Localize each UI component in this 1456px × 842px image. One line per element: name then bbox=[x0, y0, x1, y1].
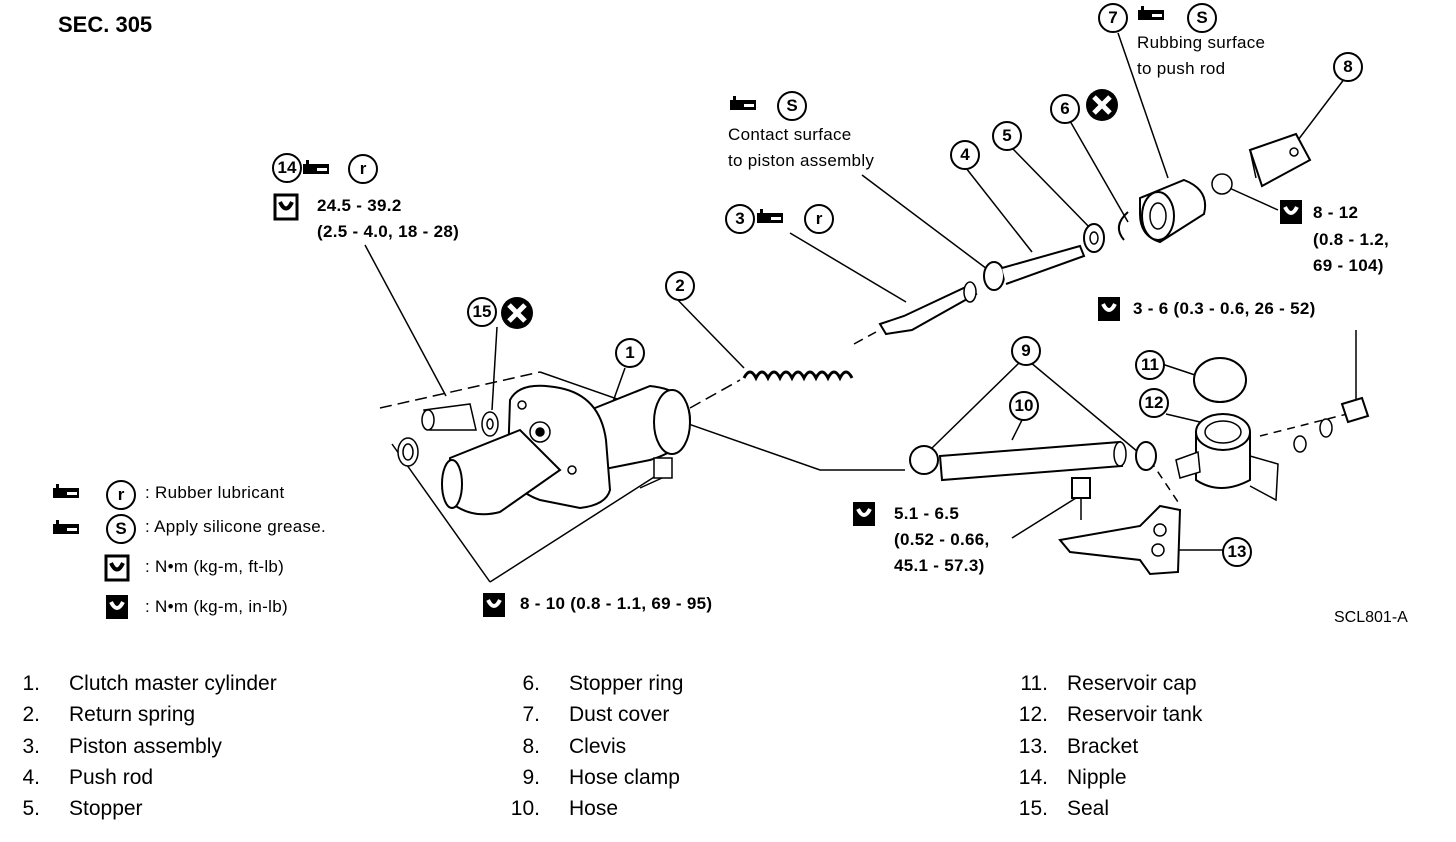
callout-1: 1 bbox=[615, 338, 645, 368]
part-number: 9. bbox=[522, 765, 540, 789]
callout-2: 2 bbox=[665, 271, 695, 301]
callout-15: 15 bbox=[467, 297, 497, 327]
part-number: 3. bbox=[22, 734, 40, 758]
torque-clevis-line2: (0.8 - 1.2, bbox=[1313, 230, 1390, 249]
torque-bracket-line1: 5.1 - 6.5 bbox=[894, 504, 960, 523]
part-number: 4. bbox=[22, 765, 40, 789]
part-number: 10. bbox=[510, 797, 540, 821]
callout-11: 11 bbox=[1135, 350, 1165, 380]
part-name: Reservoir tank bbox=[1067, 703, 1203, 727]
part-name: Bracket bbox=[1067, 734, 1139, 758]
callout-3: 3 bbox=[725, 204, 755, 234]
legend-inlb-text: : N•m (kg-m, in-lb) bbox=[145, 597, 288, 616]
legend-silicone-symbol: S bbox=[106, 514, 136, 544]
callout-9: 9 bbox=[1011, 336, 1041, 366]
silicone-symbol: S bbox=[777, 91, 807, 121]
torque-nipple-line1: 24.5 - 39.2 bbox=[317, 196, 402, 215]
torque-bracket-line2: (0.52 - 0.66, bbox=[894, 530, 990, 549]
torque-bracket-line3: 45.1 - 57.3) bbox=[894, 556, 985, 575]
part-number: 7. bbox=[522, 703, 540, 727]
part-number: 8. bbox=[522, 734, 540, 758]
part-name: Stopper bbox=[69, 797, 143, 821]
rubbing-note-line1: Rubbing surface bbox=[1137, 33, 1266, 52]
part-name: Hose clamp bbox=[569, 765, 680, 789]
torque-clevis-line3: 69 - 104) bbox=[1313, 256, 1384, 275]
legend-rubber-text: : Rubber lubricant bbox=[145, 483, 285, 502]
part-name: Dust cover bbox=[569, 703, 670, 727]
section-label: SEC. 305 bbox=[58, 12, 153, 37]
legend-rubber-symbol: r bbox=[106, 480, 136, 510]
callout-14: 14 bbox=[272, 153, 302, 183]
part-name: Reservoir cap bbox=[1067, 672, 1197, 695]
callout-12: 12 bbox=[1139, 388, 1169, 418]
torque-nipple-line2: (2.5 - 4.0, 18 - 28) bbox=[317, 222, 460, 241]
part-number: 6. bbox=[522, 672, 540, 695]
part-name: Hose bbox=[569, 797, 619, 821]
part-number: 13. bbox=[1018, 734, 1048, 758]
part-name: Clevis bbox=[569, 734, 627, 758]
part-name: Push rod bbox=[69, 765, 154, 789]
legend-ftlb-text: : N•m (kg-m, ft-lb) bbox=[145, 557, 285, 576]
callout-8: 8 bbox=[1333, 52, 1363, 82]
part-name: Return spring bbox=[69, 703, 196, 727]
part-number: 5. bbox=[22, 797, 40, 821]
part-name: Piston assembly bbox=[69, 734, 222, 758]
torque-mount: 8 - 10 (0.8 - 1.1, 69 - 95) bbox=[520, 594, 713, 613]
contact-note-line2: to piston assembly bbox=[728, 151, 875, 170]
silicone-symbol: S bbox=[1187, 3, 1217, 33]
rubber-symbol: r bbox=[804, 204, 834, 234]
callout-7: 7 bbox=[1098, 3, 1128, 33]
callout-6: 6 bbox=[1050, 94, 1080, 124]
part-number: 11. bbox=[1020, 672, 1048, 695]
callout-13: 13 bbox=[1222, 537, 1252, 567]
part-number: 12. bbox=[1018, 703, 1048, 727]
part-name: Nipple bbox=[1067, 765, 1127, 789]
callout-4: 4 bbox=[950, 140, 980, 170]
figure-code: SCL801-A bbox=[1334, 609, 1408, 626]
part-number: 2. bbox=[22, 703, 40, 727]
rubber-symbol: r bbox=[348, 154, 378, 184]
torque-clevis-line1: 8 - 12 bbox=[1313, 203, 1359, 222]
part-number: 15. bbox=[1018, 797, 1048, 821]
part-name: Stopper ring bbox=[569, 672, 684, 695]
callout-5: 5 bbox=[992, 121, 1022, 151]
part-number: 14. bbox=[1018, 765, 1048, 789]
legend-silicone-text: : Apply silicone grease. bbox=[145, 517, 327, 536]
rubbing-note-line2: to push rod bbox=[1137, 59, 1226, 78]
contact-note-line1: Contact surface bbox=[728, 125, 852, 144]
part-name: Clutch master cylinder bbox=[69, 672, 277, 695]
callout-10: 10 bbox=[1009, 391, 1039, 421]
part-number: 1. bbox=[22, 672, 40, 695]
part-name: Seal bbox=[1067, 797, 1110, 821]
torque-nut: 3 - 6 (0.3 - 0.6, 26 - 52) bbox=[1133, 299, 1316, 318]
